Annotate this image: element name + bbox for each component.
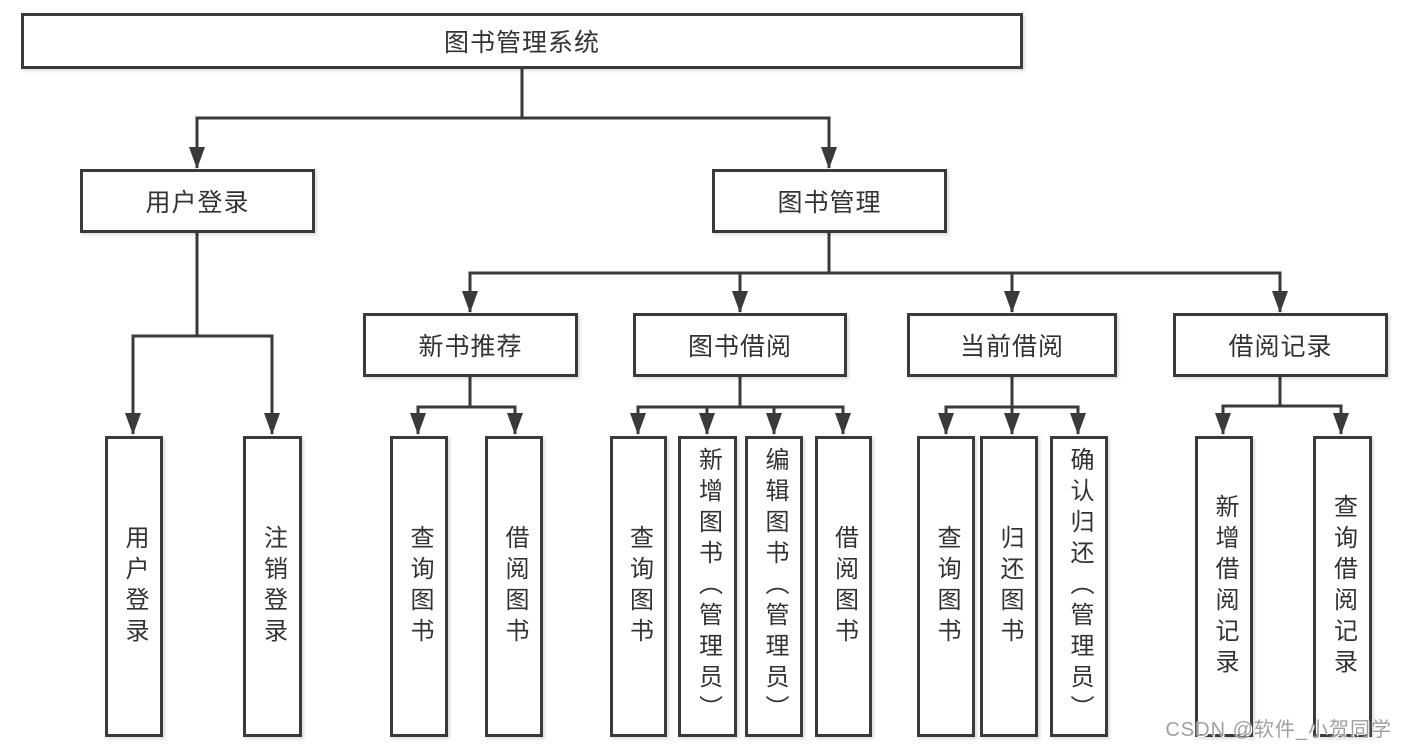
leaf-edit-book-admin: 编辑图书（管理员） [745,436,803,737]
leaf-query-book-borrow: 查询图书 [610,436,667,737]
node-new-book-recommend: 新书推荐 [363,313,578,377]
node-label: 查询借阅记录 [1329,493,1357,680]
node-book-borrow: 图书借阅 [633,313,847,377]
node-label: 注销登录 [259,524,287,649]
node-label: 图书管理系统 [443,29,600,57]
node-label: 借阅记录 [1228,333,1333,361]
node-label: 查询图书 [625,524,653,649]
leaf-user-login: 用户登录 [105,436,163,737]
leaf-query-book-recommend: 查询图书 [390,436,448,737]
node-root-system: 图书管理系统 [21,13,1023,69]
node-label: 图书管理 [777,189,882,217]
watermark: CSDN @软件_小贺同学 [1165,719,1392,741]
leaf-add-book-admin: 新增图书（管理员） [678,436,737,737]
leaf-query-borrow-record: 查询借阅记录 [1313,436,1372,737]
leaf-borrow-book-recommend: 借阅图书 [485,436,543,737]
node-label: 查询图书 [933,524,960,649]
node-label: 编辑图书（管理员） [761,447,788,726]
node-borrow-records: 借阅记录 [1173,313,1388,377]
node-book-management: 图书管理 [712,169,947,233]
node-label: 新增借阅记录 [1211,493,1238,680]
node-label: 确认归还（管理员） [1066,447,1093,726]
leaf-return-book: 归还图书 [980,436,1038,737]
node-label: 借阅图书 [830,524,858,649]
leaf-logout: 注销登录 [243,436,302,737]
node-label: 借阅图书 [501,524,528,649]
node-label: 归还图书 [996,524,1023,649]
node-label: 用户登录 [145,189,250,217]
node-label: 图书借阅 [687,333,792,361]
node-label: 查询图书 [406,524,433,649]
node-user-login: 用户登录 [80,169,315,233]
node-current-borrow: 当前借阅 [907,313,1117,377]
leaf-query-book-current: 查询图书 [917,436,975,737]
leaf-borrow-book: 借阅图书 [815,436,872,737]
node-label: 新书推荐 [418,333,523,361]
node-label: 当前借阅 [959,333,1064,361]
leaf-add-borrow-record: 新增借阅记录 [1195,436,1253,737]
node-label: 新增图书（管理员） [694,447,722,726]
leaf-confirm-return-admin: 确认归还（管理员） [1050,436,1108,737]
node-label: 用户登录 [121,524,148,649]
